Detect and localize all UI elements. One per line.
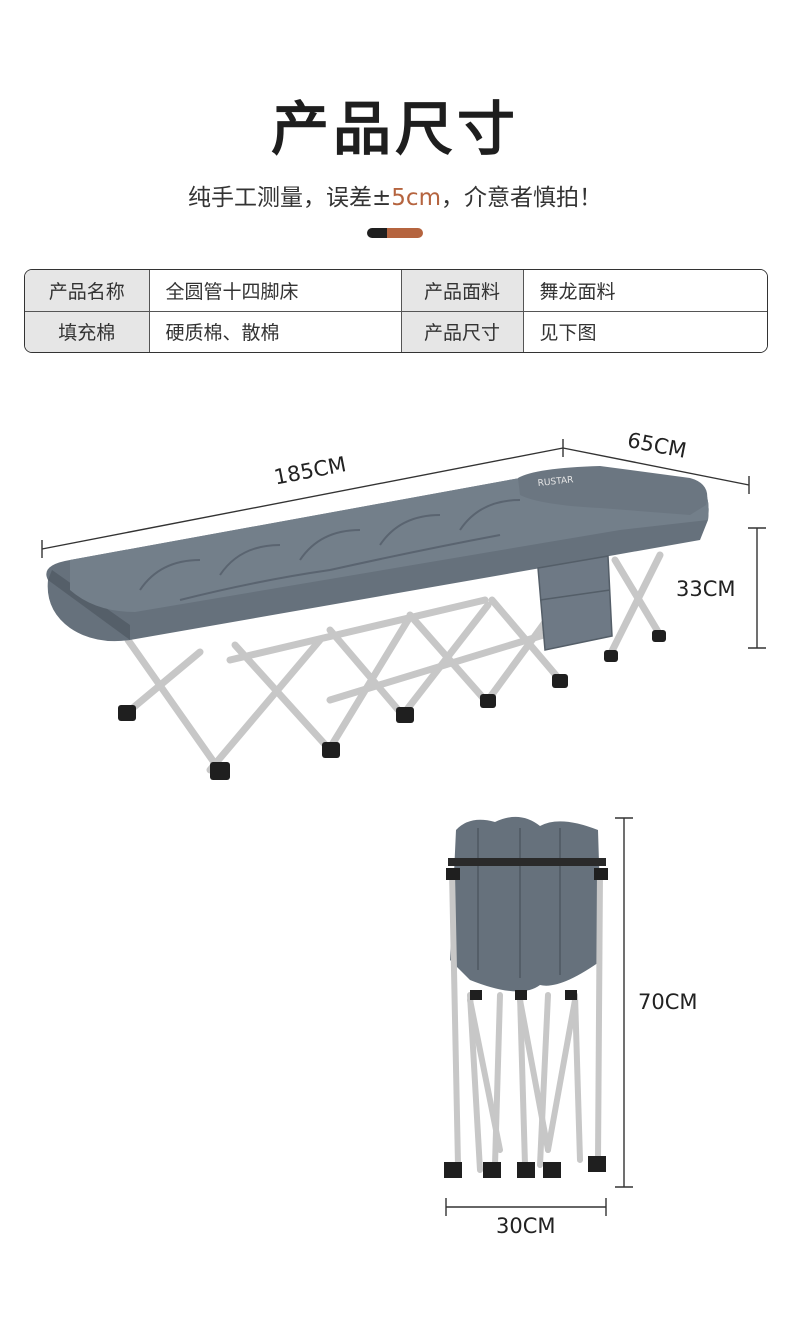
dimension-lines xyxy=(41,439,766,1216)
spec-table: 产品名称 全圆管十四脚床 产品面料 舞龙面料 填充棉 硬质棉、散棉 产品尺寸 见… xyxy=(24,269,768,353)
spec-value: 见下图 xyxy=(522,310,767,352)
table-row: 产品名称 全圆管十四脚床 产品面料 舞龙面料 xyxy=(25,270,767,312)
brand-label: RUSTAR xyxy=(537,475,574,489)
folded-cot xyxy=(444,816,608,1178)
page-title: 产品尺寸 xyxy=(270,95,519,163)
note-tolerance: 5cm xyxy=(391,185,441,211)
note-suffix: ，介意者慎拍！ xyxy=(440,185,602,211)
measurement-note: 纯手工测量，误差±5cm，介意者慎拍！ xyxy=(0,178,790,212)
table-row: 填充棉 硬质棉、散棉 产品尺寸 见下图 xyxy=(25,310,767,352)
height-label: 33CM xyxy=(676,577,736,601)
cot-feet xyxy=(118,630,666,780)
cot-frame xyxy=(124,551,664,774)
mattress: RUSTAR xyxy=(46,466,709,651)
spec-key: 产品面料 xyxy=(400,270,524,312)
divider-dark xyxy=(367,228,389,238)
folded-height-label: 70CM xyxy=(638,990,698,1014)
note-prefix: 纯手工测量，误差± xyxy=(188,185,392,211)
spec-key: 填充棉 xyxy=(25,310,150,352)
spec-value: 全圆管十四脚床 xyxy=(148,270,402,312)
divider-accent xyxy=(387,228,423,238)
spec-key: 产品尺寸 xyxy=(400,310,524,352)
title-divider xyxy=(367,228,423,238)
spec-value: 硬质棉、散棉 xyxy=(148,310,402,352)
folded-width-label: 30CM xyxy=(496,1214,556,1238)
spec-value: 舞龙面料 xyxy=(522,270,767,312)
